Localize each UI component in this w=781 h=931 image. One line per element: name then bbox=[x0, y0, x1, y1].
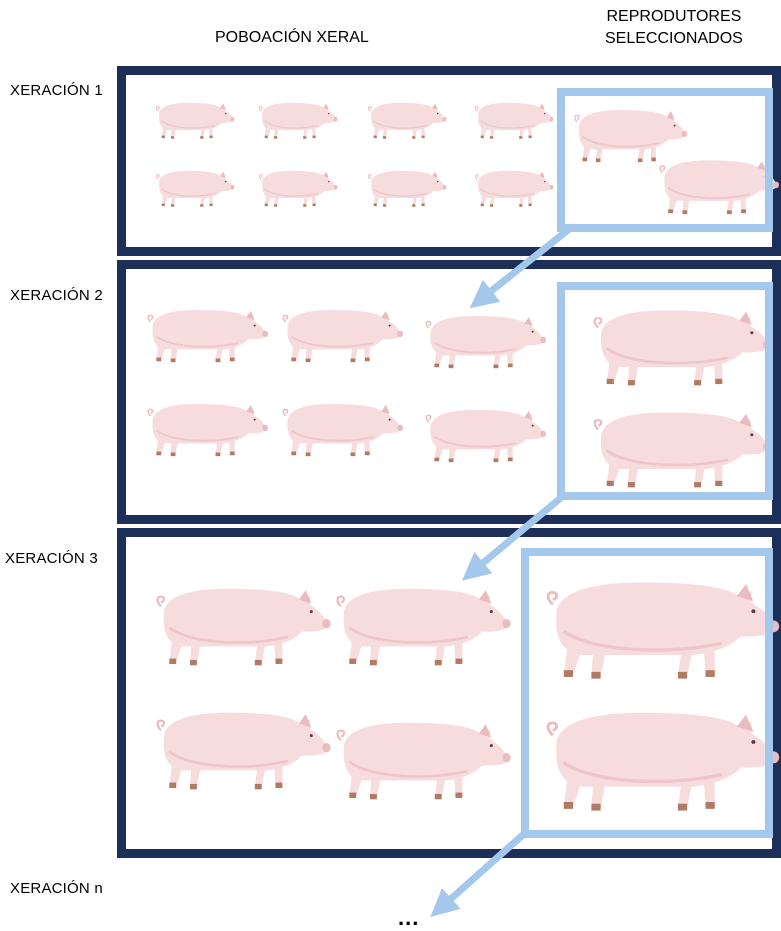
arrow-2-to-3-icon bbox=[477, 496, 563, 568]
arrow-3-to-n-icon bbox=[445, 833, 525, 904]
continuation-ellipsis: ... bbox=[398, 905, 419, 931]
arrow-1-to-2-icon bbox=[485, 226, 573, 296]
